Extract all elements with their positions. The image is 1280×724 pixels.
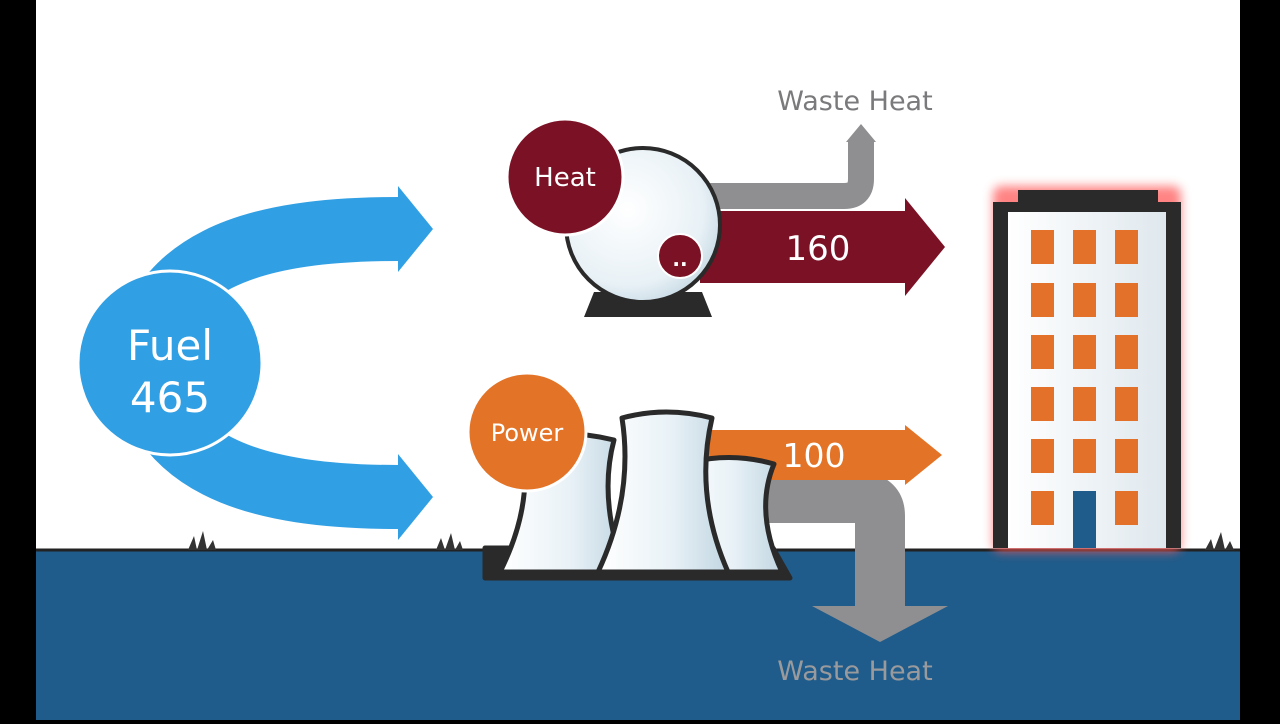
fuel-label: Fuel (127, 321, 213, 370)
waste-heat-label-bottom: Waste Heat (777, 656, 932, 687)
power-circle (466, 371, 588, 493)
fuel-value: 465 (130, 373, 210, 422)
waste-heat-label-top: Waste Heat (777, 86, 932, 117)
heat-output-value: 160 (786, 229, 851, 269)
boiler-waste-heat-pipe (700, 142, 874, 209)
grass-tufts (188, 531, 1234, 550)
power-label: Power (491, 419, 564, 447)
power-waste-heat-pipe (760, 473, 905, 606)
building-icon (993, 186, 1181, 552)
fuel-circle (76, 269, 264, 457)
power-waste-heat-arrowhead (812, 606, 948, 642)
power-output-value: 100 (783, 436, 846, 475)
building-door (1073, 491, 1096, 548)
building-windows (1031, 230, 1138, 525)
boiler-badge (657, 233, 703, 279)
heat-label: Heat (534, 163, 596, 193)
heat-output-arrow (700, 198, 945, 296)
boiler-waste-heat-arrowhead (846, 124, 876, 142)
boiler-badge-text: .. (672, 247, 687, 271)
power-output-arrow (705, 425, 942, 485)
heat-circle (505, 117, 625, 237)
